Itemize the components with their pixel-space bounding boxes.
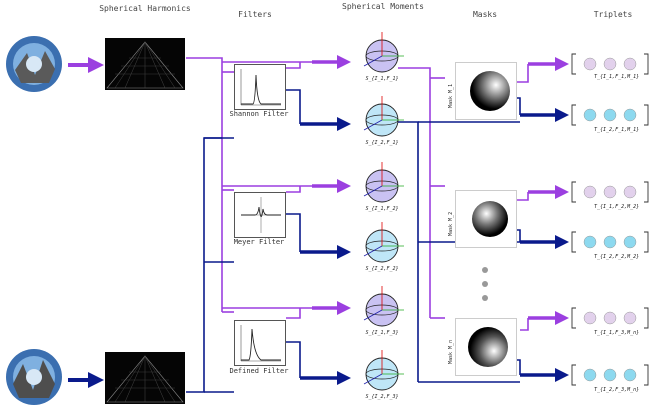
mask-sphere-icon bbox=[470, 71, 510, 111]
harmonics-spectrum-icon bbox=[105, 38, 185, 90]
header-spherical-moments: Spherical Moments bbox=[342, 2, 424, 11]
mask-plot-1 bbox=[455, 62, 517, 120]
moment-label-1: S_{I_1,F_1} bbox=[365, 76, 399, 82]
mask-label-1: Mask M_1 bbox=[448, 83, 454, 108]
mask-sphere-icon bbox=[472, 201, 508, 237]
filter-curve-icon bbox=[241, 197, 281, 233]
harmonics-image-2 bbox=[105, 352, 185, 404]
harmonics-spectrum-icon bbox=[105, 352, 185, 404]
defined-filter-label: Defined Filter bbox=[229, 367, 289, 375]
ellipsis-dot bbox=[482, 295, 488, 301]
mask-label-2: Mask M_2 bbox=[448, 211, 454, 236]
filter-curve-icon bbox=[240, 69, 281, 106]
filter-curve-icon bbox=[240, 325, 281, 362]
triplet-label-3: T_{I_1,F_2,M_2} bbox=[594, 204, 640, 210]
mask-plot-2 bbox=[455, 190, 517, 248]
ellipsis-dot bbox=[482, 267, 488, 273]
fisheye-image-icon bbox=[5, 348, 63, 406]
header-masks: Masks bbox=[472, 10, 498, 19]
meyer-filter-label: Meyer Filter bbox=[233, 238, 285, 246]
moment-label-6: S_{I_2,F_3} bbox=[365, 394, 399, 400]
harmonics-image-1 bbox=[105, 38, 185, 90]
header-triplets: Triplets bbox=[593, 10, 633, 19]
mask-sphere-icon bbox=[468, 327, 508, 367]
fisheye-image-icon bbox=[5, 35, 63, 93]
header-filters: Filters bbox=[238, 10, 272, 19]
moment-label-5: S_{I_1,F_3} bbox=[365, 330, 399, 336]
triplet-label-4: T_{I_2,F_2,M_2} bbox=[594, 254, 640, 260]
input-image-2 bbox=[5, 348, 63, 406]
shannon-filter-plot bbox=[234, 64, 286, 110]
triplet-label-1: T_{I_1,F_1,M_1} bbox=[594, 74, 640, 80]
moment-label-4: S_{I_2,F_2} bbox=[365, 266, 399, 272]
shannon-filter-label: Shannon Filter bbox=[229, 110, 289, 118]
triplet-label-2: T_{I_2,F_1,M_1} bbox=[594, 127, 640, 133]
triplet-label-6: T_{I_2,F_3,M_n} bbox=[594, 387, 640, 393]
moment-label-3: S_{I_1,F_2} bbox=[365, 206, 399, 212]
purple-lines bbox=[186, 57, 529, 331]
meyer-filter-plot bbox=[234, 192, 286, 238]
header-spherical-harmonics: Spherical Harmonics bbox=[99, 4, 191, 13]
mask-plot-n bbox=[455, 318, 517, 376]
ellipsis-dot bbox=[482, 281, 488, 287]
moment-label-2: S_{I_2,F_1} bbox=[365, 140, 399, 146]
triplet-label-5: T_{I_1,F_3,M_n} bbox=[594, 330, 640, 336]
input-image-1 bbox=[5, 35, 63, 93]
mask-label-n: Mask M_n bbox=[448, 339, 454, 364]
defined-filter-plot bbox=[234, 320, 286, 366]
